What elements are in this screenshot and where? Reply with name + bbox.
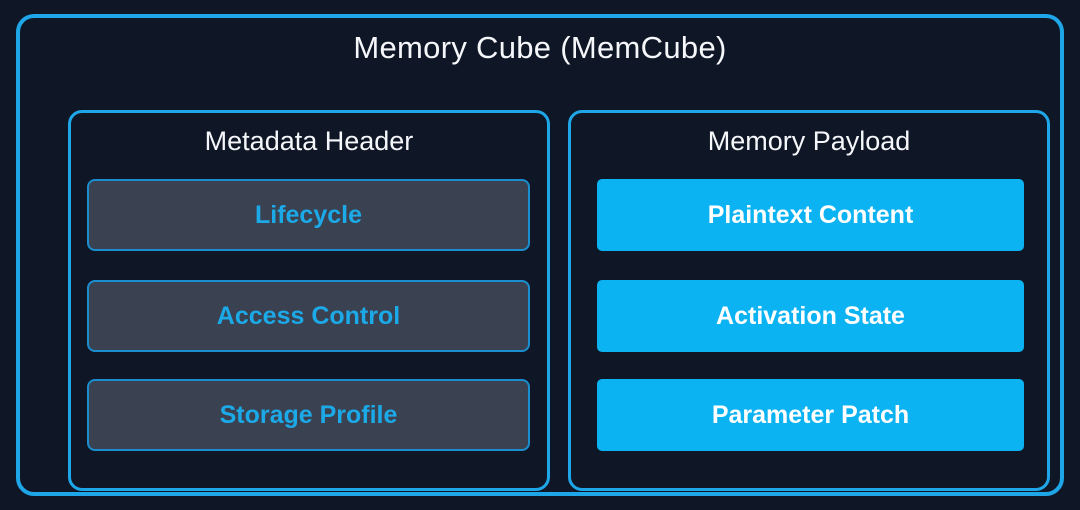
- metadata-header-section: Metadata Header Lifecycle Access Control…: [68, 110, 550, 491]
- memcube-container: Metadata Header Lifecycle Access Control…: [16, 14, 1064, 496]
- plaintext-content-block: Plaintext Content: [597, 179, 1024, 251]
- lifecycle-block: Lifecycle: [87, 179, 530, 251]
- memory-payload-section: Memory Payload Plaintext Content Activat…: [568, 110, 1050, 491]
- memory-payload-title: Memory Payload: [707, 126, 911, 156]
- access-control-block: Access Control: [87, 280, 530, 352]
- diagram-title: Memory Cube (MemCube): [353, 30, 727, 65]
- parameter-patch-block: Parameter Patch: [597, 379, 1024, 451]
- metadata-header-title: Metadata Header: [204, 126, 414, 156]
- storage-profile-block: Storage Profile: [87, 379, 530, 451]
- activation-state-block: Activation State: [597, 280, 1024, 352]
